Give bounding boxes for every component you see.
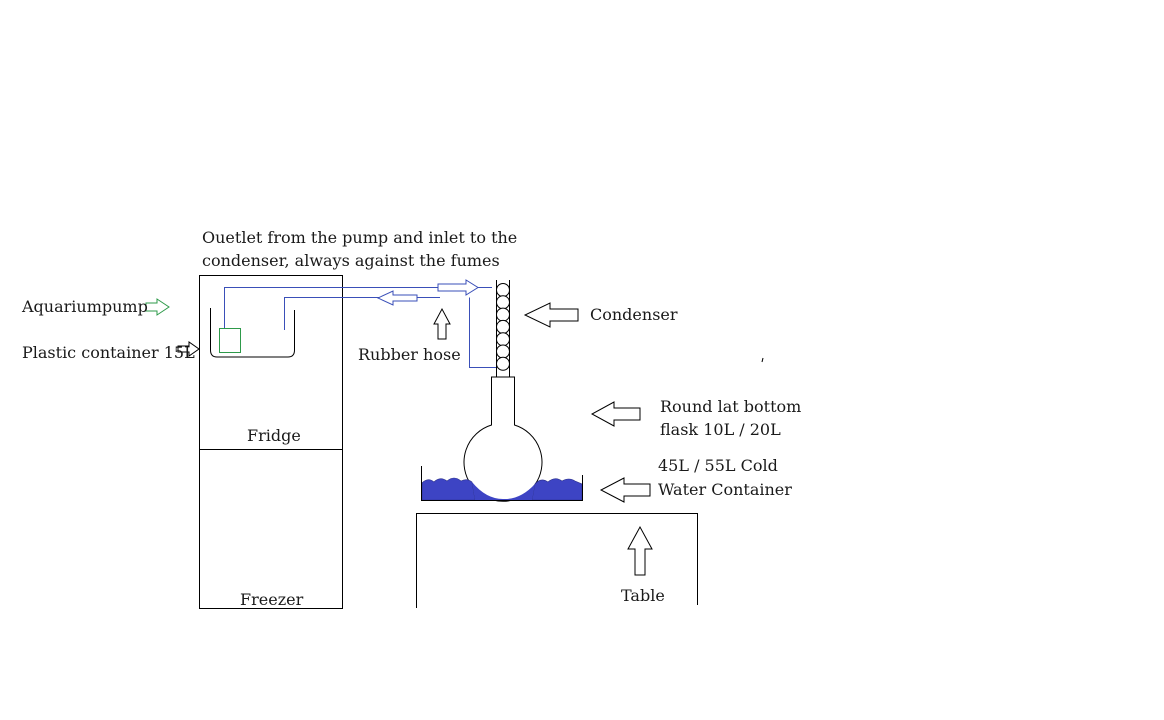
water-fill bbox=[421, 477, 583, 501]
rubber-hose-arrow-icon bbox=[433, 307, 451, 340]
pump-note-line1: Ouetlet from the pump and inlet to the bbox=[202, 228, 518, 247]
water-fill-under-flask bbox=[472, 482, 535, 500]
round-bottom-flask bbox=[463, 376, 543, 502]
plastic-container bbox=[210, 308, 295, 358]
rubber-hose-label: Rubber hose bbox=[358, 345, 461, 364]
condenser-coil-loop bbox=[496, 307, 510, 322]
water-container-label-line2: Water Container bbox=[658, 480, 792, 499]
pump-arrow-icon bbox=[145, 298, 170, 316]
condenser-coil-loop bbox=[496, 283, 510, 297]
flask-label-line2: flask 10L / 20L bbox=[660, 420, 781, 439]
aquarium-pump-label: Aquariumpump bbox=[22, 297, 148, 316]
table bbox=[416, 513, 698, 608]
condenser-coil-loop bbox=[496, 332, 510, 347]
stray-mark bbox=[761, 357, 764, 363]
water-container-arrow-icon bbox=[599, 477, 651, 503]
condenser-coil-loop bbox=[496, 344, 510, 359]
condenser-coil-loop bbox=[496, 295, 510, 310]
plastic-container-label: Plastic container 15L bbox=[22, 343, 195, 362]
aquarium-pump bbox=[219, 328, 241, 353]
condenser-coil bbox=[496, 283, 510, 371]
plastic-container-arrow-icon bbox=[177, 341, 200, 357]
fridge-label: Fridge bbox=[247, 426, 301, 445]
condenser-label: Condenser bbox=[590, 305, 678, 324]
flask-label-line1: Round lat bottom bbox=[660, 397, 802, 416]
condenser-drain-hose bbox=[469, 297, 496, 368]
table-arrow-icon bbox=[627, 525, 653, 576]
pump-note-line2: condenser, always against the fumes bbox=[202, 251, 500, 270]
return-hose bbox=[284, 297, 440, 330]
condenser-coil-loop bbox=[496, 319, 510, 334]
fridge-unit bbox=[199, 275, 343, 609]
condenser-arrow-icon bbox=[523, 302, 579, 328]
table-label: Table bbox=[621, 586, 665, 605]
freezer-label: Freezer bbox=[240, 590, 304, 609]
flask-arrow-icon bbox=[590, 401, 641, 427]
outlet-hose bbox=[224, 287, 492, 328]
condenser-coil-loop bbox=[496, 356, 510, 371]
water-container bbox=[421, 466, 583, 501]
flow-arrow-right-icon bbox=[437, 279, 479, 296]
flow-arrow-left-icon bbox=[376, 290, 418, 306]
water-container-label-line1: 45L / 55L Cold bbox=[658, 456, 778, 475]
